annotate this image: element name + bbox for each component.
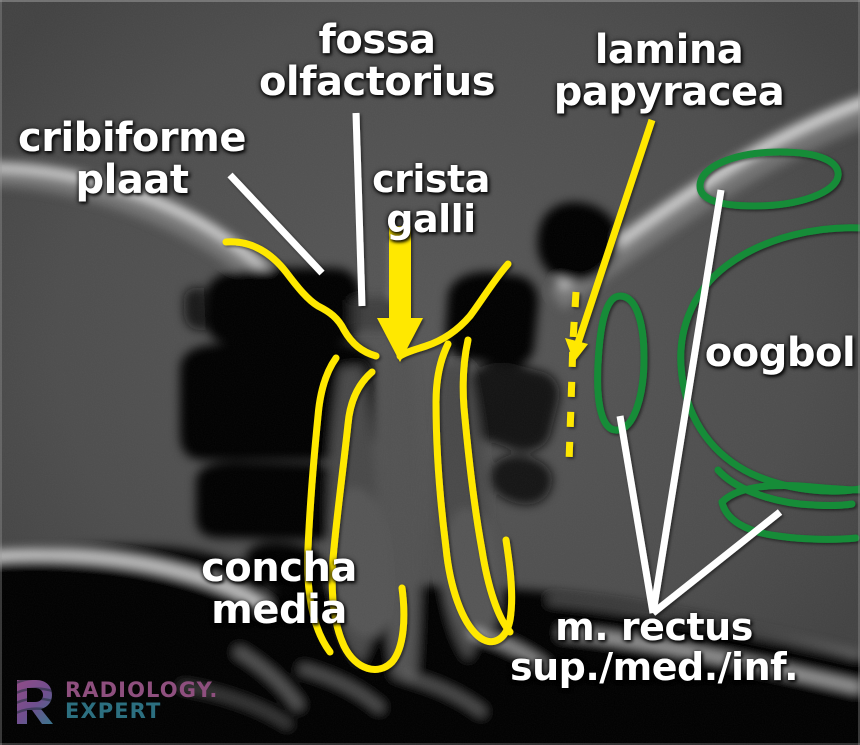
image-border-bottom	[0, 743, 860, 745]
label-m-rectus: m. rectus sup./med./inf.	[509, 605, 799, 689]
image-border-top	[0, 0, 860, 2]
label-fossa-olfactorius: fossa olfactorius	[258, 17, 496, 105]
label-concha-media: concha media	[201, 545, 357, 633]
label-cribiforme-plaat: cribiforme plaat	[18, 115, 246, 203]
radiology-expert-watermark: RADIOLOGY. EXPERT	[10, 676, 219, 726]
radiology-expert-logo-icon	[17, 680, 53, 724]
image-border-left	[0, 0, 2, 745]
watermark-line-2: EXPERT	[65, 699, 162, 723]
label-crista-galli: crista galli	[372, 157, 490, 241]
label-lamina-papyracea: lamina papyracea	[553, 27, 785, 115]
watermark-line-1: RADIOLOGY.	[65, 678, 219, 702]
image-border-right	[858, 0, 860, 745]
label-oogbol: oogbol	[704, 330, 856, 376]
